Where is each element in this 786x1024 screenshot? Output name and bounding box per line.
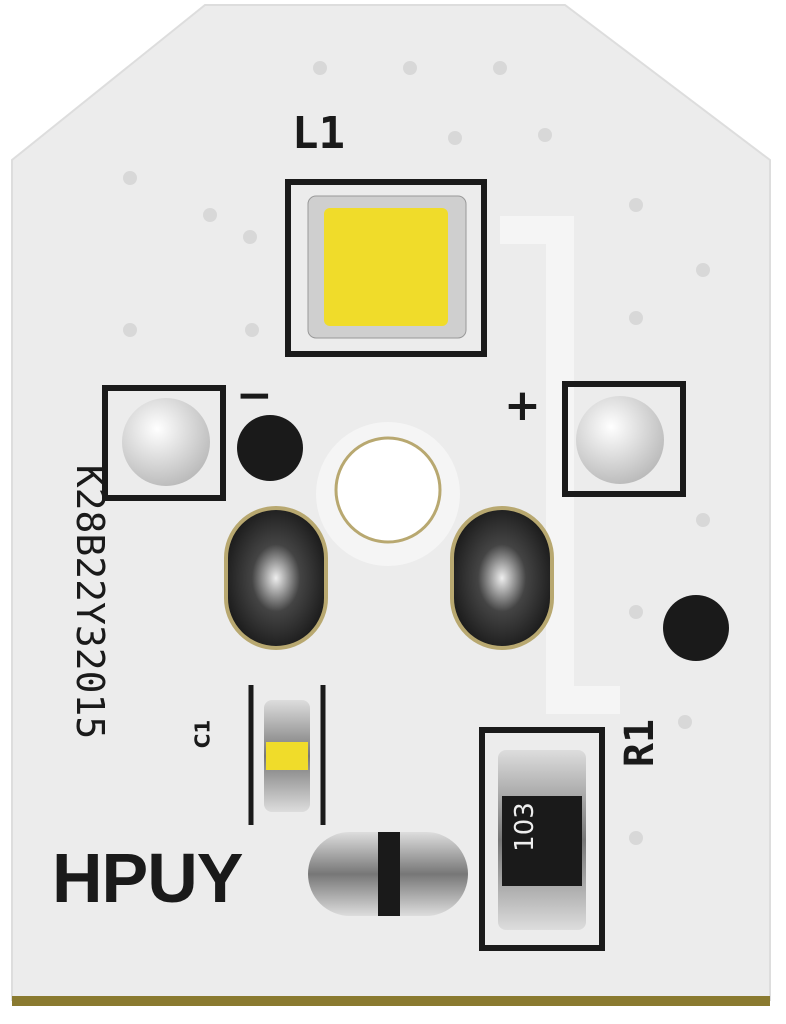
plus-label: + (504, 380, 541, 431)
resistor-value: 103 (509, 802, 540, 852)
minus-label: − (236, 370, 273, 421)
part-code: K28B22Y32015 (68, 464, 112, 740)
resistor-label: R1 (617, 718, 664, 768)
led-label: L1 (292, 108, 345, 159)
led-chip (324, 208, 448, 326)
brand-logo: HPUY (52, 839, 243, 917)
capacitor-label: C1 (190, 719, 215, 749)
